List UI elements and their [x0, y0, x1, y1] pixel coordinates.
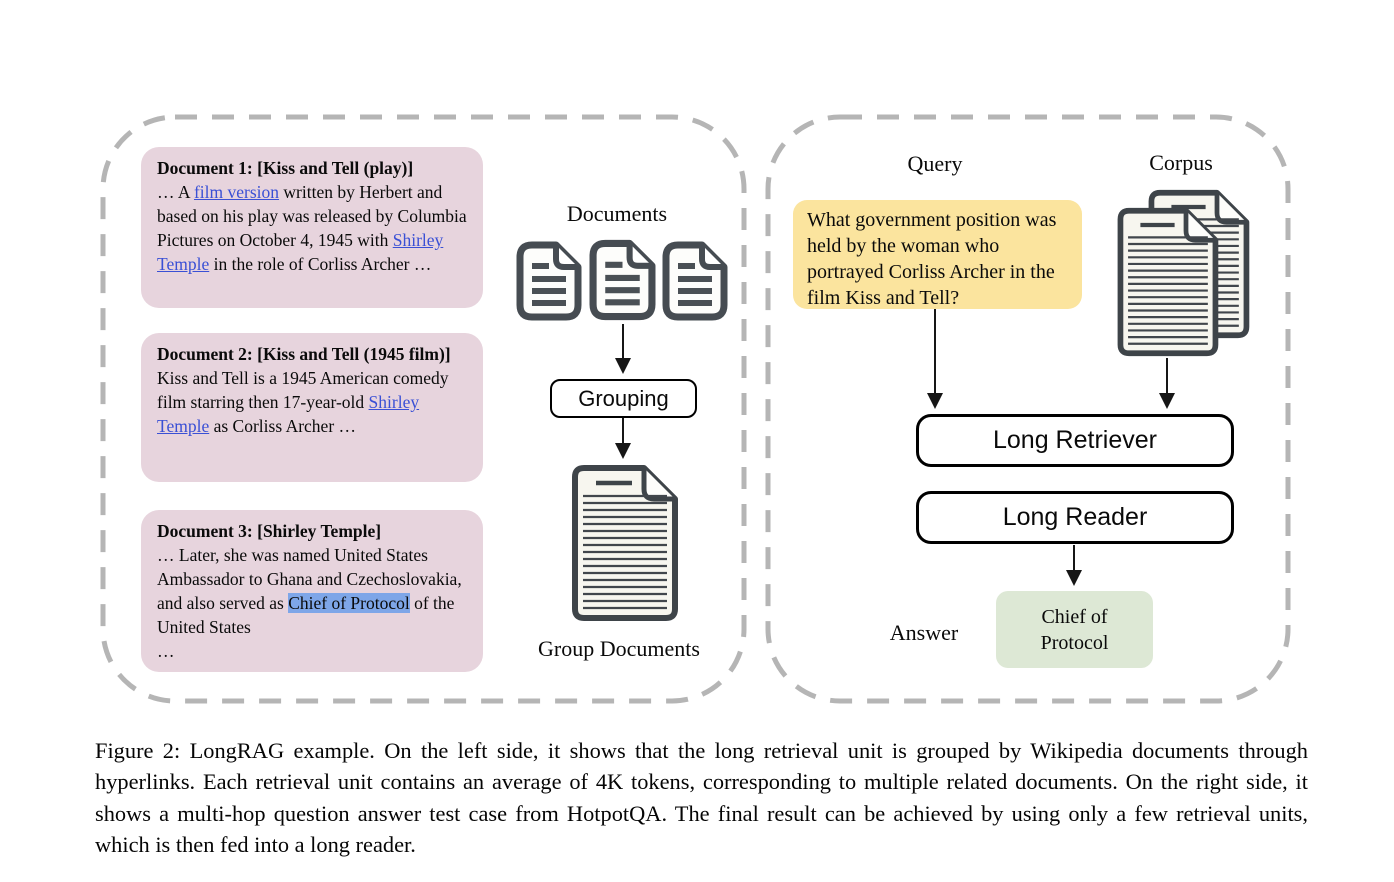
answer-span-highlight: Chief of Protocol: [288, 593, 410, 613]
long-retriever-box: Long Retriever: [916, 414, 1234, 467]
document-1-text: … A film version written by Herbert and …: [157, 180, 467, 276]
shirley-temple-link[interactable]: Shirley Temple: [157, 392, 420, 436]
document-3-title: Document 3: [Shirley Temple]: [157, 521, 382, 541]
query-text-box: What government position was held by the…: [793, 200, 1082, 309]
document-icon: [593, 243, 652, 316]
corpus-label: Corpus: [1149, 150, 1213, 175]
text-segment: as Corliss Archer …: [209, 416, 357, 436]
text-segment: Kiss and Tell is a 1945 American comedy …: [157, 368, 449, 412]
document-1-title: Document 1: [Kiss and Tell (play)]: [157, 158, 414, 178]
document-icon: [666, 245, 724, 317]
answer-label: Answer: [889, 620, 959, 645]
corpus-document-front-icon: [1120, 211, 1215, 354]
text-segment: of the United States …: [157, 593, 455, 661]
document-icon: [520, 245, 578, 317]
document-3-text: … Later, she was named United States Amb…: [157, 543, 467, 663]
document-card-3: Document 3: [Shirley Temple] … Later, sh…: [141, 510, 483, 672]
document-2-text: Kiss and Tell is a 1945 American comedy …: [157, 366, 467, 438]
text-segment: written by Herbert and based on his play…: [157, 182, 467, 250]
text-segment: in the role of Corliss Archer …: [209, 254, 432, 274]
answer-text-box: Chief of Protocol: [996, 591, 1153, 668]
text-segment: … A: [157, 182, 194, 202]
shirley-temple-link[interactable]: Shirley Temple: [157, 230, 444, 274]
query-label: Query: [907, 151, 963, 176]
document-card-1: Document 1: [Kiss and Tell (play)] … A f…: [141, 147, 483, 308]
figure-caption: Figure 2: LongRAG example. On the left s…: [95, 738, 1308, 857]
documents-label: Documents: [566, 201, 668, 226]
text-segment: … Later, she was named United States Amb…: [157, 545, 462, 613]
group-documents-label: Group Documents: [538, 636, 700, 661]
grouping-box: Grouping: [550, 379, 697, 418]
long-reader-box: Long Reader: [916, 491, 1234, 544]
left-group-container: [100, 114, 747, 704]
grouped-document-icon: [575, 468, 675, 618]
right-pipeline-container: [765, 114, 1291, 704]
film-version-link[interactable]: film version: [193, 182, 280, 202]
document-card-2: Document 2: [Kiss and Tell (1945 film)] …: [141, 333, 483, 482]
document-2-title: Document 2: [Kiss and Tell (1945 film)]: [157, 344, 451, 364]
